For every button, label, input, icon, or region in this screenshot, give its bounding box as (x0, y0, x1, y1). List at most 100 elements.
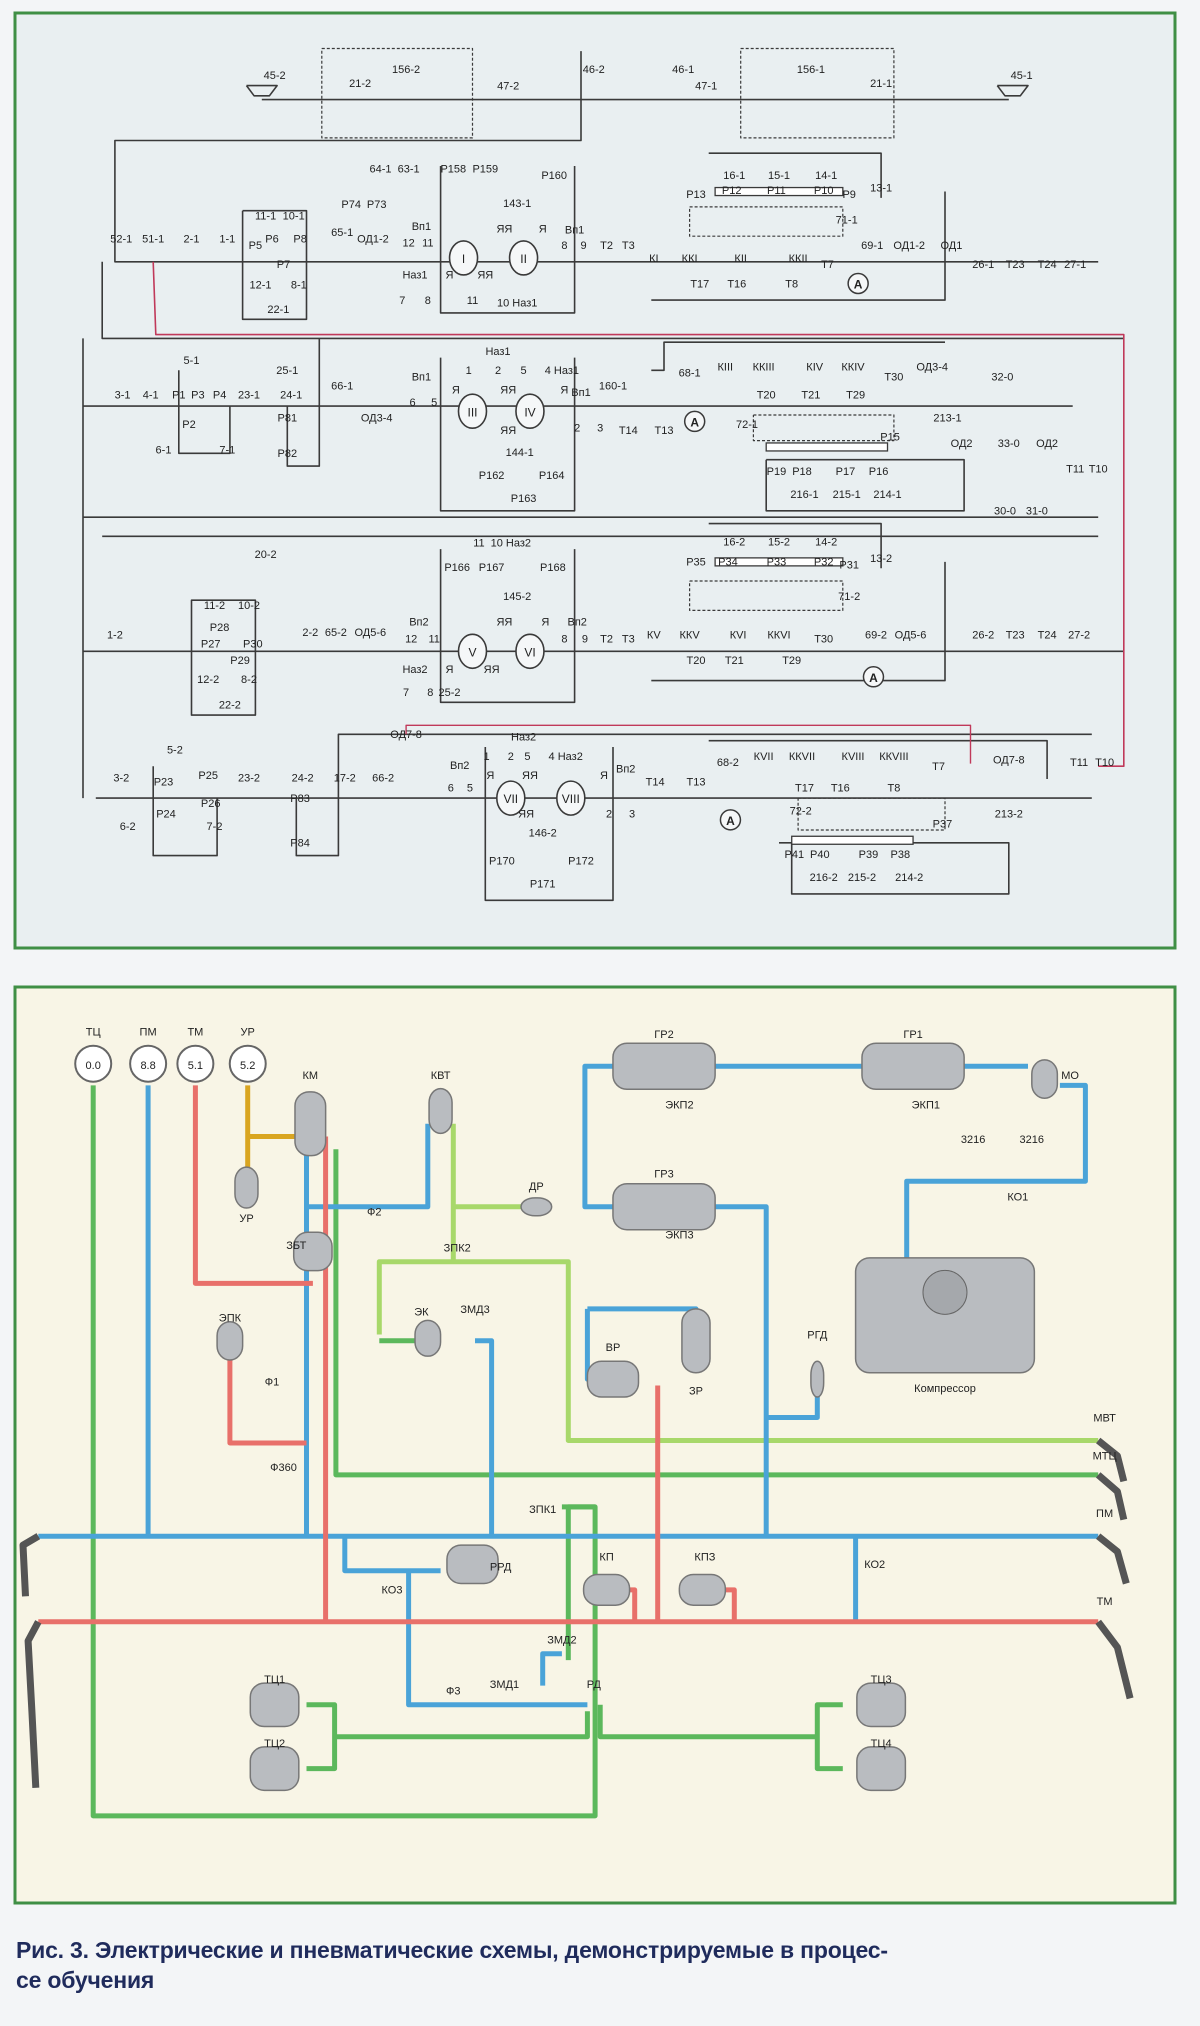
component-label: 16-1 (723, 170, 745, 182)
component-label: 66-1 (331, 381, 353, 393)
component-label: Р32 (814, 557, 834, 569)
component-label: 146-2 (529, 827, 557, 839)
component-label: Р10 (814, 185, 834, 197)
component-label: КVI (730, 630, 747, 642)
component-label: Т13 (655, 425, 674, 437)
component-label: Р83 (290, 793, 310, 805)
component-label: 68-1 (679, 368, 701, 380)
component-label: 30-0 (994, 506, 1016, 518)
component-label: Р37 (933, 819, 953, 831)
component-label: Т30 (884, 372, 903, 384)
wire-26 (295, 733, 1092, 857)
component-label: 66-2 (372, 773, 394, 785)
dashed-box-3 (752, 414, 895, 442)
component-label: Т24 (1038, 630, 1057, 642)
component-label: 23-2 (238, 773, 260, 785)
component-label: Т21 (801, 389, 820, 401)
component-label: 11 (473, 538, 484, 550)
line-label: ТМ (1097, 1596, 1113, 1608)
component-label: Т23 (1006, 630, 1025, 642)
component-label: Р34 (718, 557, 738, 569)
component-label: ККV (680, 630, 701, 642)
component-label: Р5 (249, 240, 262, 252)
component-label: 69-1 (861, 240, 883, 252)
wire-20 (779, 841, 1010, 895)
component-label: 11-2 (204, 600, 225, 612)
component-label: Р16 (869, 466, 889, 478)
pressure-switch-icon (810, 1360, 825, 1398)
component-label: 214-2 (895, 872, 923, 884)
component-label: 17-2 (334, 773, 356, 785)
component-label: Р162 (479, 470, 505, 482)
component-label: Р6 (265, 234, 278, 246)
component-label: Р18 (792, 466, 812, 478)
hose-icon (1095, 1472, 1128, 1521)
component-label: ГР1 (903, 1029, 922, 1041)
component-label: 10 Наз2 (491, 538, 531, 550)
component-label: 10-2 (238, 600, 260, 612)
component-label: 216-2 (810, 872, 838, 884)
component-label: Р41 (785, 849, 805, 861)
component-label: ККVII (789, 751, 815, 763)
component-label: ОД7-8 (993, 755, 1025, 767)
component-label: ЗМД1 (490, 1679, 519, 1691)
component-label: ККI (682, 253, 698, 265)
caption-line-2: се обучения (16, 1967, 155, 1993)
component-label: 5-1 (184, 355, 200, 367)
component-label: Р9 (842, 189, 855, 201)
component-label: ЭК (414, 1306, 429, 1318)
component-label: 24-1 (280, 389, 302, 401)
component-label: Р29 (230, 655, 250, 667)
component-label: 8 (561, 633, 567, 645)
gauge-label: ТЦ (86, 1027, 101, 1039)
component-label: КI (649, 253, 658, 265)
component-label: ОД7-8 (390, 729, 422, 741)
component-label: КV (647, 630, 661, 642)
component-label: Р35 (686, 557, 706, 569)
component-label: 63-1 (398, 163, 420, 175)
component-label: ТЦ3 (871, 1674, 892, 1686)
component-label: Я (600, 770, 608, 782)
component-label: ВР (606, 1342, 621, 1354)
wire-16 (651, 561, 946, 682)
compressor-icon (854, 1257, 1036, 1374)
equalizing-reservoir-icon (234, 1166, 259, 1209)
figure-caption: Рис. 3. Электрические и пневматические с… (16, 1935, 1186, 1995)
component-label: Я (541, 617, 549, 629)
component-label: ЯЯ (477, 269, 493, 281)
mvt-line (376, 1259, 1099, 1443)
component-label: Т23 (1006, 259, 1025, 271)
pressure-gauge-icon (176, 1044, 215, 1083)
component-label: 11 (422, 238, 433, 250)
component-label: Т30 (814, 633, 833, 645)
resistor-bar-0 (714, 186, 844, 197)
component-label: Наз1 (485, 346, 510, 358)
component-label: ДР (529, 1181, 544, 1193)
component-label: 7 (403, 687, 409, 699)
main-reservoir-gr1-icon (861, 1042, 965, 1091)
component-label: Т3 (622, 633, 635, 645)
component-label: 72-1 (736, 419, 758, 431)
component-label: 11 (428, 633, 439, 645)
pressure-gauge-icon (129, 1044, 168, 1083)
hose-icon (24, 1620, 42, 1788)
wire-10 (190, 599, 257, 716)
reservoir-line (582, 1063, 613, 1210)
component-label: 10 Наз1 (497, 298, 537, 310)
component-label: 9 (582, 633, 588, 645)
component-label: 47-2 (497, 80, 519, 92)
component-label: 7 (399, 295, 405, 307)
component-label: Р15 (880, 432, 900, 444)
component-label: 4-1 (143, 389, 159, 401)
component-label: 1 (483, 751, 489, 763)
component-label: 6-2 (120, 821, 136, 833)
component-label: 16-2 (723, 536, 745, 548)
component-label: Вп1 (571, 387, 590, 399)
traction-motor-icon (515, 633, 545, 670)
traction-motor-icon (556, 780, 586, 816)
component-label: КО2 (864, 1559, 885, 1571)
component-label: Р163 (511, 493, 537, 505)
ek-valve-icon (414, 1319, 442, 1357)
component-label: КVII (754, 751, 774, 763)
